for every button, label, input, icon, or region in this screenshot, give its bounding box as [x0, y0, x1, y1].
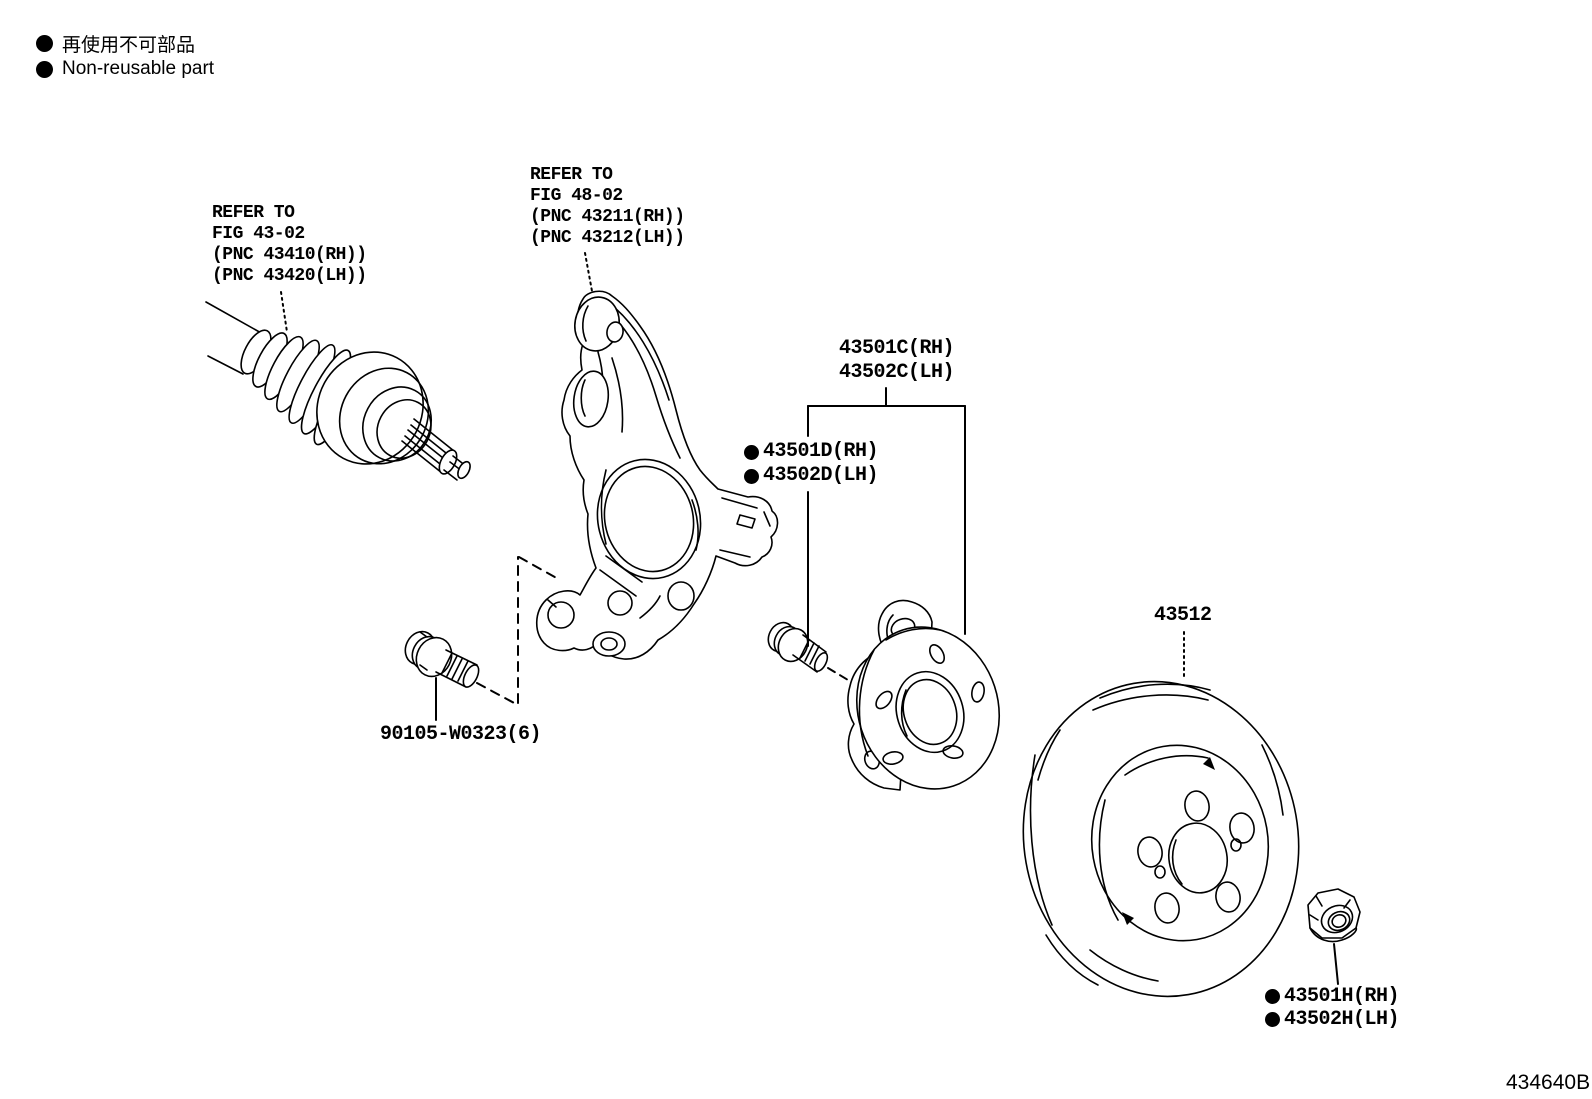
part-number-brake-disc[interactable]: 43512	[1154, 604, 1212, 628]
figure-code: 434640B	[1506, 1071, 1591, 1094]
callout-hub-assembly: 43501C(RH) 43502C(LH)	[839, 337, 955, 385]
non-reusable-bullet-icon	[744, 468, 759, 484]
legend: 再使用不可部品 Non-reusable part	[36, 30, 214, 82]
refer-note-fig-48-02[interactable]: REFER TO FIG 48-02 (PNC 43211(RH)) (PNC …	[530, 165, 685, 249]
non-reusable-bullet-icon	[1265, 989, 1280, 1004]
part-number-hub-nut-lh[interactable]: 43502H(LH)	[1284, 1008, 1400, 1031]
steering-knuckle-drawing	[535, 252, 779, 660]
part-number-knuckle-bolt[interactable]: 90105-W0323(6)	[380, 723, 542, 747]
part-number-hub-assembly-lh[interactable]: 43502C(LH)	[839, 361, 955, 384]
non-reusable-bullet-icon	[36, 60, 53, 78]
hub-assembly-callout-bracket	[807, 387, 966, 647]
legend-row-japanese: 再使用不可部品	[36, 30, 214, 56]
refer-note-fig-43-02[interactable]: REFER TO FIG 43-02 (PNC 43410(RH)) (PNC …	[212, 203, 367, 287]
non-reusable-bullet-icon	[1265, 1012, 1280, 1027]
part-number-hub-bolt-lh[interactable]: 43502D(LH)	[763, 464, 879, 487]
brake-disc-drawing	[1022, 631, 1300, 998]
cv-axle-drawing	[205, 291, 471, 481]
callout-hub-bolt: 43501D(RH) 43502D(LH)	[744, 440, 879, 488]
callout-hub-nut: 43501H(RH) 43502H(LH)	[1265, 985, 1400, 1031]
hub-nut-drawing	[1307, 888, 1361, 985]
hub-bearing-drawing	[847, 599, 1001, 791]
non-reusable-bullet-icon	[36, 34, 53, 52]
legend-text-english: Non-reusable part	[62, 58, 215, 79]
part-number-hub-bolt-rh[interactable]: 43501D(RH)	[763, 440, 879, 463]
part-number-hub-assembly-rh[interactable]: 43501C(RH)	[839, 337, 955, 360]
part-number-hub-nut-rh[interactable]: 43501H(RH)	[1284, 985, 1400, 1008]
hub-bolt-drawing	[767, 621, 866, 690]
legend-row-english: Non-reusable part	[36, 56, 214, 82]
legend-text-japanese: 再使用不可部品	[62, 34, 196, 56]
knuckle-bolt-drawing	[404, 556, 561, 721]
non-reusable-bullet-icon	[744, 444, 759, 460]
